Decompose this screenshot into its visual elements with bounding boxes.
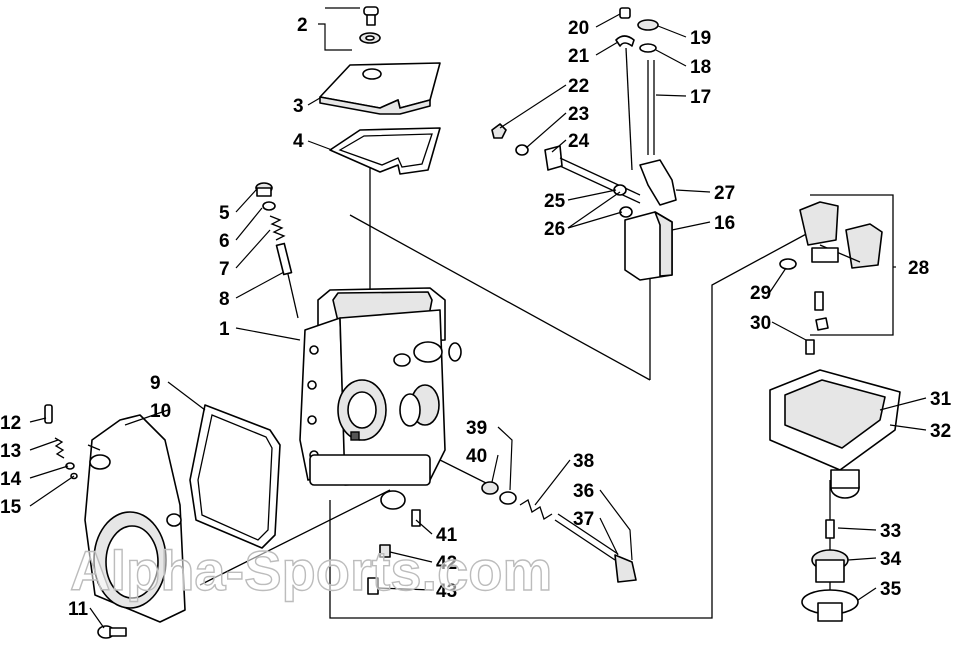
callout-23: 23 [568, 104, 589, 125]
callout-1: 1 [219, 319, 230, 340]
callout-7: 7 [219, 259, 230, 280]
callout-39: 39 [466, 418, 487, 439]
part-3-top-cover [319, 62, 441, 115]
part-2-screw-washer [359, 6, 381, 44]
leader-lines [29, 7, 927, 629]
callout-6: 6 [219, 231, 230, 252]
part-17-21-throttle-rod [615, 7, 659, 171]
part-41-43-screws [367, 509, 421, 595]
part-33-35-drain-set [801, 480, 859, 622]
callout-4: 4 [293, 131, 304, 152]
callout-37: 37 [573, 509, 594, 530]
part-28-float-assembly [779, 194, 894, 355]
callout-20: 20 [568, 18, 589, 39]
callout-17: 17 [690, 87, 711, 108]
callout-26: 26 [544, 219, 565, 240]
callout-19: 19 [690, 28, 711, 49]
part-4-gasket [329, 127, 441, 175]
callout-15: 15 [0, 497, 22, 518]
callout-43: 43 [436, 581, 457, 602]
part-12-15-pilot-set [44, 404, 78, 480]
callout-27: 27 [714, 183, 735, 204]
callout-10: 10 [150, 401, 171, 422]
callout-2: 2 [297, 15, 308, 36]
watermark-text: Alpha-Sports.com [70, 539, 552, 602]
part-9-gasket-plate [189, 404, 281, 549]
callout-16: 16 [714, 213, 735, 234]
part-11-screw [97, 625, 127, 639]
callout-14: 14 [0, 469, 22, 490]
callout-34: 34 [880, 549, 902, 570]
callout-5: 5 [219, 203, 230, 224]
callout-8: 8 [219, 289, 230, 310]
callout-25: 25 [544, 191, 566, 212]
callout-labels: 2 3 4 5 6 7 8 1 9 10 11 12 13 14 15 20 2… [0, 15, 952, 620]
part-31-32-float-bowl [769, 369, 901, 499]
part-16-throttle-valve [624, 211, 673, 281]
callout-24: 24 [568, 131, 590, 152]
callout-38: 38 [573, 451, 594, 472]
callout-29: 29 [750, 283, 771, 304]
callout-32: 32 [930, 421, 951, 442]
part-1-carburetor-body [299, 287, 462, 510]
callout-3: 3 [293, 96, 304, 117]
callout-35: 35 [880, 579, 902, 600]
callout-33: 33 [880, 521, 901, 542]
part-5-8-needle-set [255, 182, 299, 319]
part-22-27-linkage [491, 123, 677, 218]
callout-30: 30 [750, 313, 771, 334]
callout-22: 22 [568, 76, 589, 97]
callout-11: 11 [68, 599, 89, 620]
callout-40: 40 [466, 446, 487, 467]
callout-9: 9 [150, 373, 161, 394]
callout-13: 13 [0, 441, 21, 462]
part-36-40-idle-set [481, 481, 637, 583]
callout-12: 12 [0, 413, 21, 434]
callout-18: 18 [690, 57, 711, 78]
callout-42: 42 [436, 553, 457, 574]
callout-36: 36 [573, 481, 594, 502]
callout-41: 41 [436, 525, 458, 546]
callout-21: 21 [568, 46, 590, 67]
part-10-airbox-adapter [84, 414, 186, 623]
callout-28: 28 [908, 258, 929, 279]
callout-31: 31 [930, 389, 952, 410]
